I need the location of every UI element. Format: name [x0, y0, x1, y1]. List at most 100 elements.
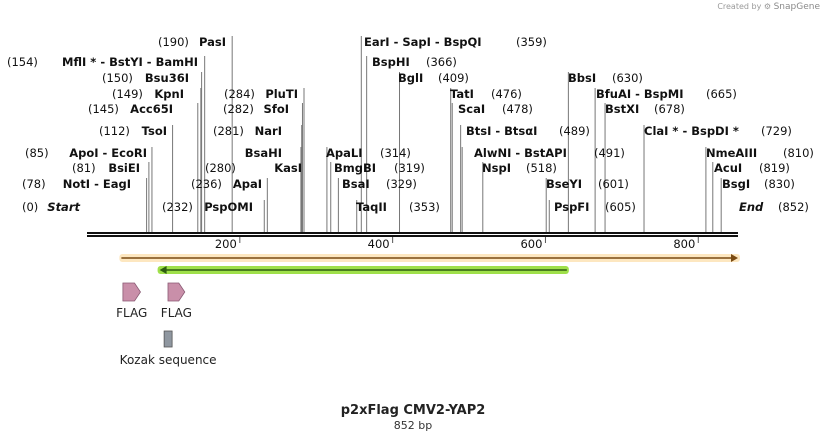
flag-feature-arrow[interactable]: [167, 282, 186, 302]
enzyme-name[interactable]: ClaI * - BspDI *: [644, 124, 739, 138]
enzyme-position: (78): [22, 177, 46, 191]
feature-label: Kozak sequence: [120, 353, 217, 367]
enzyme-position: (601): [598, 177, 629, 191]
enzyme-site-lines: [146, 36, 722, 232]
enzyme-name[interactable]: BtsI - BtsαI: [466, 124, 537, 138]
enzyme-position: (149): [112, 87, 143, 101]
enzyme-name[interactable]: NarI: [255, 124, 282, 138]
enzyme-position: (409): [438, 71, 469, 85]
enzyme-position: (630): [612, 71, 643, 85]
enzyme-position: (282): [223, 102, 254, 116]
enzyme-position: (353): [409, 200, 440, 214]
enzyme-position: (319): [394, 161, 425, 175]
enzyme-name[interactable]: PspFI: [554, 200, 589, 214]
enzyme-name[interactable]: ApaI: [233, 177, 262, 191]
kozak-feature-box[interactable]: [163, 330, 173, 348]
enzyme-position: (491): [594, 146, 625, 160]
ruler-tick-label: 600: [520, 237, 542, 251]
snapgene-logo-icon: ⚙: [763, 2, 772, 11]
enzyme-position: (154): [7, 55, 38, 69]
watermark-created-by: Created by: [717, 2, 762, 11]
enzyme-name[interactable]: BsiEI: [108, 161, 140, 175]
enzyme-position: (232): [162, 200, 193, 214]
map-title: p2xFlag CMV2-YAP2: [341, 403, 486, 418]
enzyme-name[interactable]: BbsI: [568, 71, 596, 85]
enzyme-position: (359): [516, 35, 547, 49]
enzyme-site-labels: Start(0)NotI - EagI(78)BsiEI(81)ApoI - E…: [7, 35, 814, 214]
enzyme-position: (281): [213, 124, 244, 138]
backbone-strand-bottom: [87, 235, 738, 237]
enzyme-position: (518): [526, 161, 557, 175]
feature-arrowhead: [159, 266, 167, 274]
enzyme-position: (678): [654, 102, 685, 116]
enzyme-name[interactable]: EarI - SapI - BspQI: [364, 35, 482, 49]
enzyme-name[interactable]: TatI: [450, 87, 474, 101]
enzyme-name[interactable]: BmgBI: [334, 161, 376, 175]
enzyme-position: (329): [386, 177, 417, 191]
feature-arrowhead: [731, 254, 738, 262]
enzyme-name[interactable]: Acc65I: [130, 102, 173, 116]
enzyme-name[interactable]: PasI: [199, 35, 226, 49]
enzyme-position: (476): [491, 87, 522, 101]
enzyme-name[interactable]: BsgI: [722, 177, 750, 191]
enzyme-position: (830): [764, 177, 795, 191]
enzyme-name[interactable]: ApoI - EcoRI: [69, 146, 147, 160]
enzyme-position: (665): [706, 87, 737, 101]
enzyme-position: (280): [205, 161, 236, 175]
enzyme-position: (810): [783, 146, 814, 160]
enzyme-position: (150): [102, 71, 133, 85]
enzyme-name[interactable]: TaqII: [356, 200, 387, 214]
enzyme-name[interactable]: PluTI: [265, 87, 298, 101]
enzyme-name[interactable]: KpnI: [154, 87, 184, 101]
enzyme-position: (489): [559, 124, 590, 138]
watermark-brand: SnapGene: [773, 2, 820, 12]
enzyme-name[interactable]: KasI: [274, 161, 302, 175]
enzyme-position: (366): [426, 55, 457, 69]
enzyme-name[interactable]: TsoI: [142, 124, 167, 138]
enzyme-name[interactable]: ScaI: [458, 102, 485, 116]
enzyme-position: (236): [191, 177, 222, 191]
backbone-strand-top: [87, 232, 738, 234]
enzyme-name[interactable]: BseYI: [546, 177, 582, 191]
enzyme-position: (605): [605, 200, 636, 214]
enzyme-position: (145): [88, 102, 119, 116]
enzyme-name[interactable]: SfoI: [264, 102, 289, 116]
enzyme-name[interactable]: BspHI: [372, 55, 410, 69]
enzyme-position: (85): [25, 146, 49, 160]
position-ruler: 200 400 600 800: [215, 237, 699, 251]
enzyme-name[interactable]: NmeAIII: [706, 146, 757, 160]
enzyme-name[interactable]: End: [739, 200, 764, 214]
enzyme-position: (478): [502, 102, 533, 116]
enzyme-name[interactable]: NotI - EagI: [63, 177, 131, 191]
enzyme-name[interactable]: Start: [47, 200, 80, 214]
enzyme-name[interactable]: Bsu36I: [145, 71, 189, 85]
feature-track: [119, 254, 741, 274]
enzyme-name[interactable]: BsaI: [342, 177, 370, 191]
enzyme-name[interactable]: BstXI: [605, 102, 639, 116]
ruler-tick-label: 200: [215, 237, 237, 251]
enzyme-name[interactable]: NspI: [482, 161, 511, 175]
flag-feature-arrow[interactable]: [122, 282, 141, 302]
enzyme-position: (819): [759, 161, 790, 175]
ruler-tick-label: 800: [673, 237, 695, 251]
enzyme-name[interactable]: MflI * - BstYI - BamHI: [62, 55, 198, 69]
sequence-backbone: [87, 232, 738, 237]
ruler-tick-label: 400: [368, 237, 390, 251]
enzyme-position: (0): [22, 200, 38, 214]
enzyme-position: (852): [778, 200, 809, 214]
enzyme-position: (729): [761, 124, 792, 138]
enzyme-name[interactable]: BfuAI - BspMI: [596, 87, 683, 101]
enzyme-position: (314): [380, 146, 411, 160]
feature-label: FLAG: [161, 306, 192, 320]
enzyme-name[interactable]: AlwNI - BstAPI: [474, 146, 567, 160]
enzyme-name[interactable]: PspOMI: [204, 200, 253, 214]
snapgene-watermark: Created by ⚙ SnapGene: [717, 2, 820, 12]
enzyme-name[interactable]: BsaHI: [245, 146, 282, 160]
enzyme-position: (284): [224, 87, 255, 101]
enzyme-name[interactable]: AcuI: [714, 161, 742, 175]
enzyme-name[interactable]: ApaLI: [326, 146, 363, 160]
enzyme-name[interactable]: BglI: [398, 71, 423, 85]
enzyme-position: (112): [99, 124, 130, 138]
